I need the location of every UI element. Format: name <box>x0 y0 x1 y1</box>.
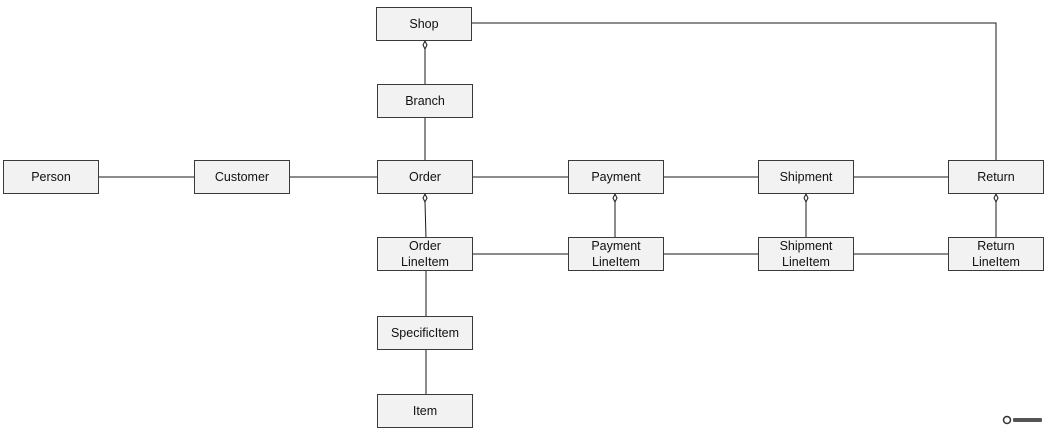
watermark-gear-shape <box>1002 415 1012 425</box>
class-box-order[interactable]: Order <box>377 160 473 194</box>
class-box-payment[interactable]: Payment <box>568 160 664 194</box>
class-box-shop[interactable]: Shop <box>376 7 472 41</box>
class-box-person[interactable]: Person <box>3 160 99 194</box>
tool-logo-watermark <box>1002 415 1042 425</box>
class-box-return[interactable]: Return <box>948 160 1044 194</box>
class-box-shipment[interactable]: Shipment <box>758 160 854 194</box>
aggregation-diamond-payment <box>612 192 618 204</box>
aggregation-diamond-shop <box>422 39 428 51</box>
aggregation-diamond-order <box>422 192 428 204</box>
class-box-item[interactable]: Item <box>377 394 473 428</box>
class-box-payment-line-item[interactable]: Payment LineItem <box>568 237 664 271</box>
link-order-orderlineitem <box>424 201 427 239</box>
aggregation-diamond-shipment <box>803 192 809 204</box>
class-box-order-line-item[interactable]: Order LineItem <box>377 237 473 271</box>
class-box-return-line-item[interactable]: Return LineItem <box>948 237 1044 271</box>
watermark-bar-shape <box>1013 418 1042 422</box>
aggregation-diamond-return <box>993 192 999 204</box>
link-shop-return <box>472 22 997 161</box>
class-box-specific-item[interactable]: SpecificItem <box>377 316 473 350</box>
class-box-customer[interactable]: Customer <box>194 160 290 194</box>
aggregation-diamonds <box>422 39 999 204</box>
connector-lines <box>99 22 997 395</box>
class-box-branch[interactable]: Branch <box>377 84 473 118</box>
class-box-shipment-line-item[interactable]: Shipment LineItem <box>758 237 854 271</box>
